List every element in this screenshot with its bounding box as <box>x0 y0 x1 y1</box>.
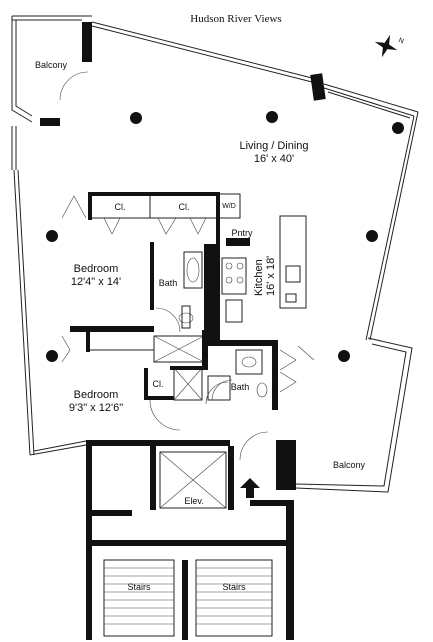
compass-icon: N <box>374 34 405 58</box>
room-closet-1: Cl. <box>115 202 126 212</box>
balcony-nw <box>11 15 92 126</box>
room-closet-2: Cl. <box>179 202 190 212</box>
building-core <box>86 440 294 640</box>
entry-arrow-icon <box>240 478 260 498</box>
room-closet-3: Cl. <box>153 379 164 389</box>
plan-title: Hudson River Views <box>190 13 281 25</box>
room-balcony-se: Balcony <box>333 460 366 470</box>
columns <box>46 111 404 362</box>
room-balcony-nw: Balcony <box>35 60 68 70</box>
room-bedroom-1: Bedroom <box>74 263 119 275</box>
balcony-se <box>239 337 413 493</box>
room-bath-1: Bath <box>159 278 178 288</box>
room-living-dining: Living / Dining <box>239 140 308 152</box>
room-bedroom-2-dims: 9'3" x 12'6" <box>69 402 123 414</box>
room-pantry: Pntry <box>231 228 253 238</box>
room-stairs-2: Stairs <box>222 582 246 592</box>
room-elevator: Elev. <box>184 496 203 506</box>
room-bedroom-1-dims: 12'4" x 14' <box>71 276 121 288</box>
room-kitchen: Kitchen <box>253 259 265 296</box>
room-bedroom-2: Bedroom <box>74 389 119 401</box>
room-kitchen-dims: 16' x 18' <box>265 256 277 296</box>
room-washer-dryer: W/D <box>222 203 236 210</box>
room-stairs-1: Stairs <box>127 582 151 592</box>
north-label: N <box>397 37 404 45</box>
room-living-dining-dims: 16' x 40' <box>254 153 294 165</box>
room-bath-2: Bath <box>231 382 250 392</box>
